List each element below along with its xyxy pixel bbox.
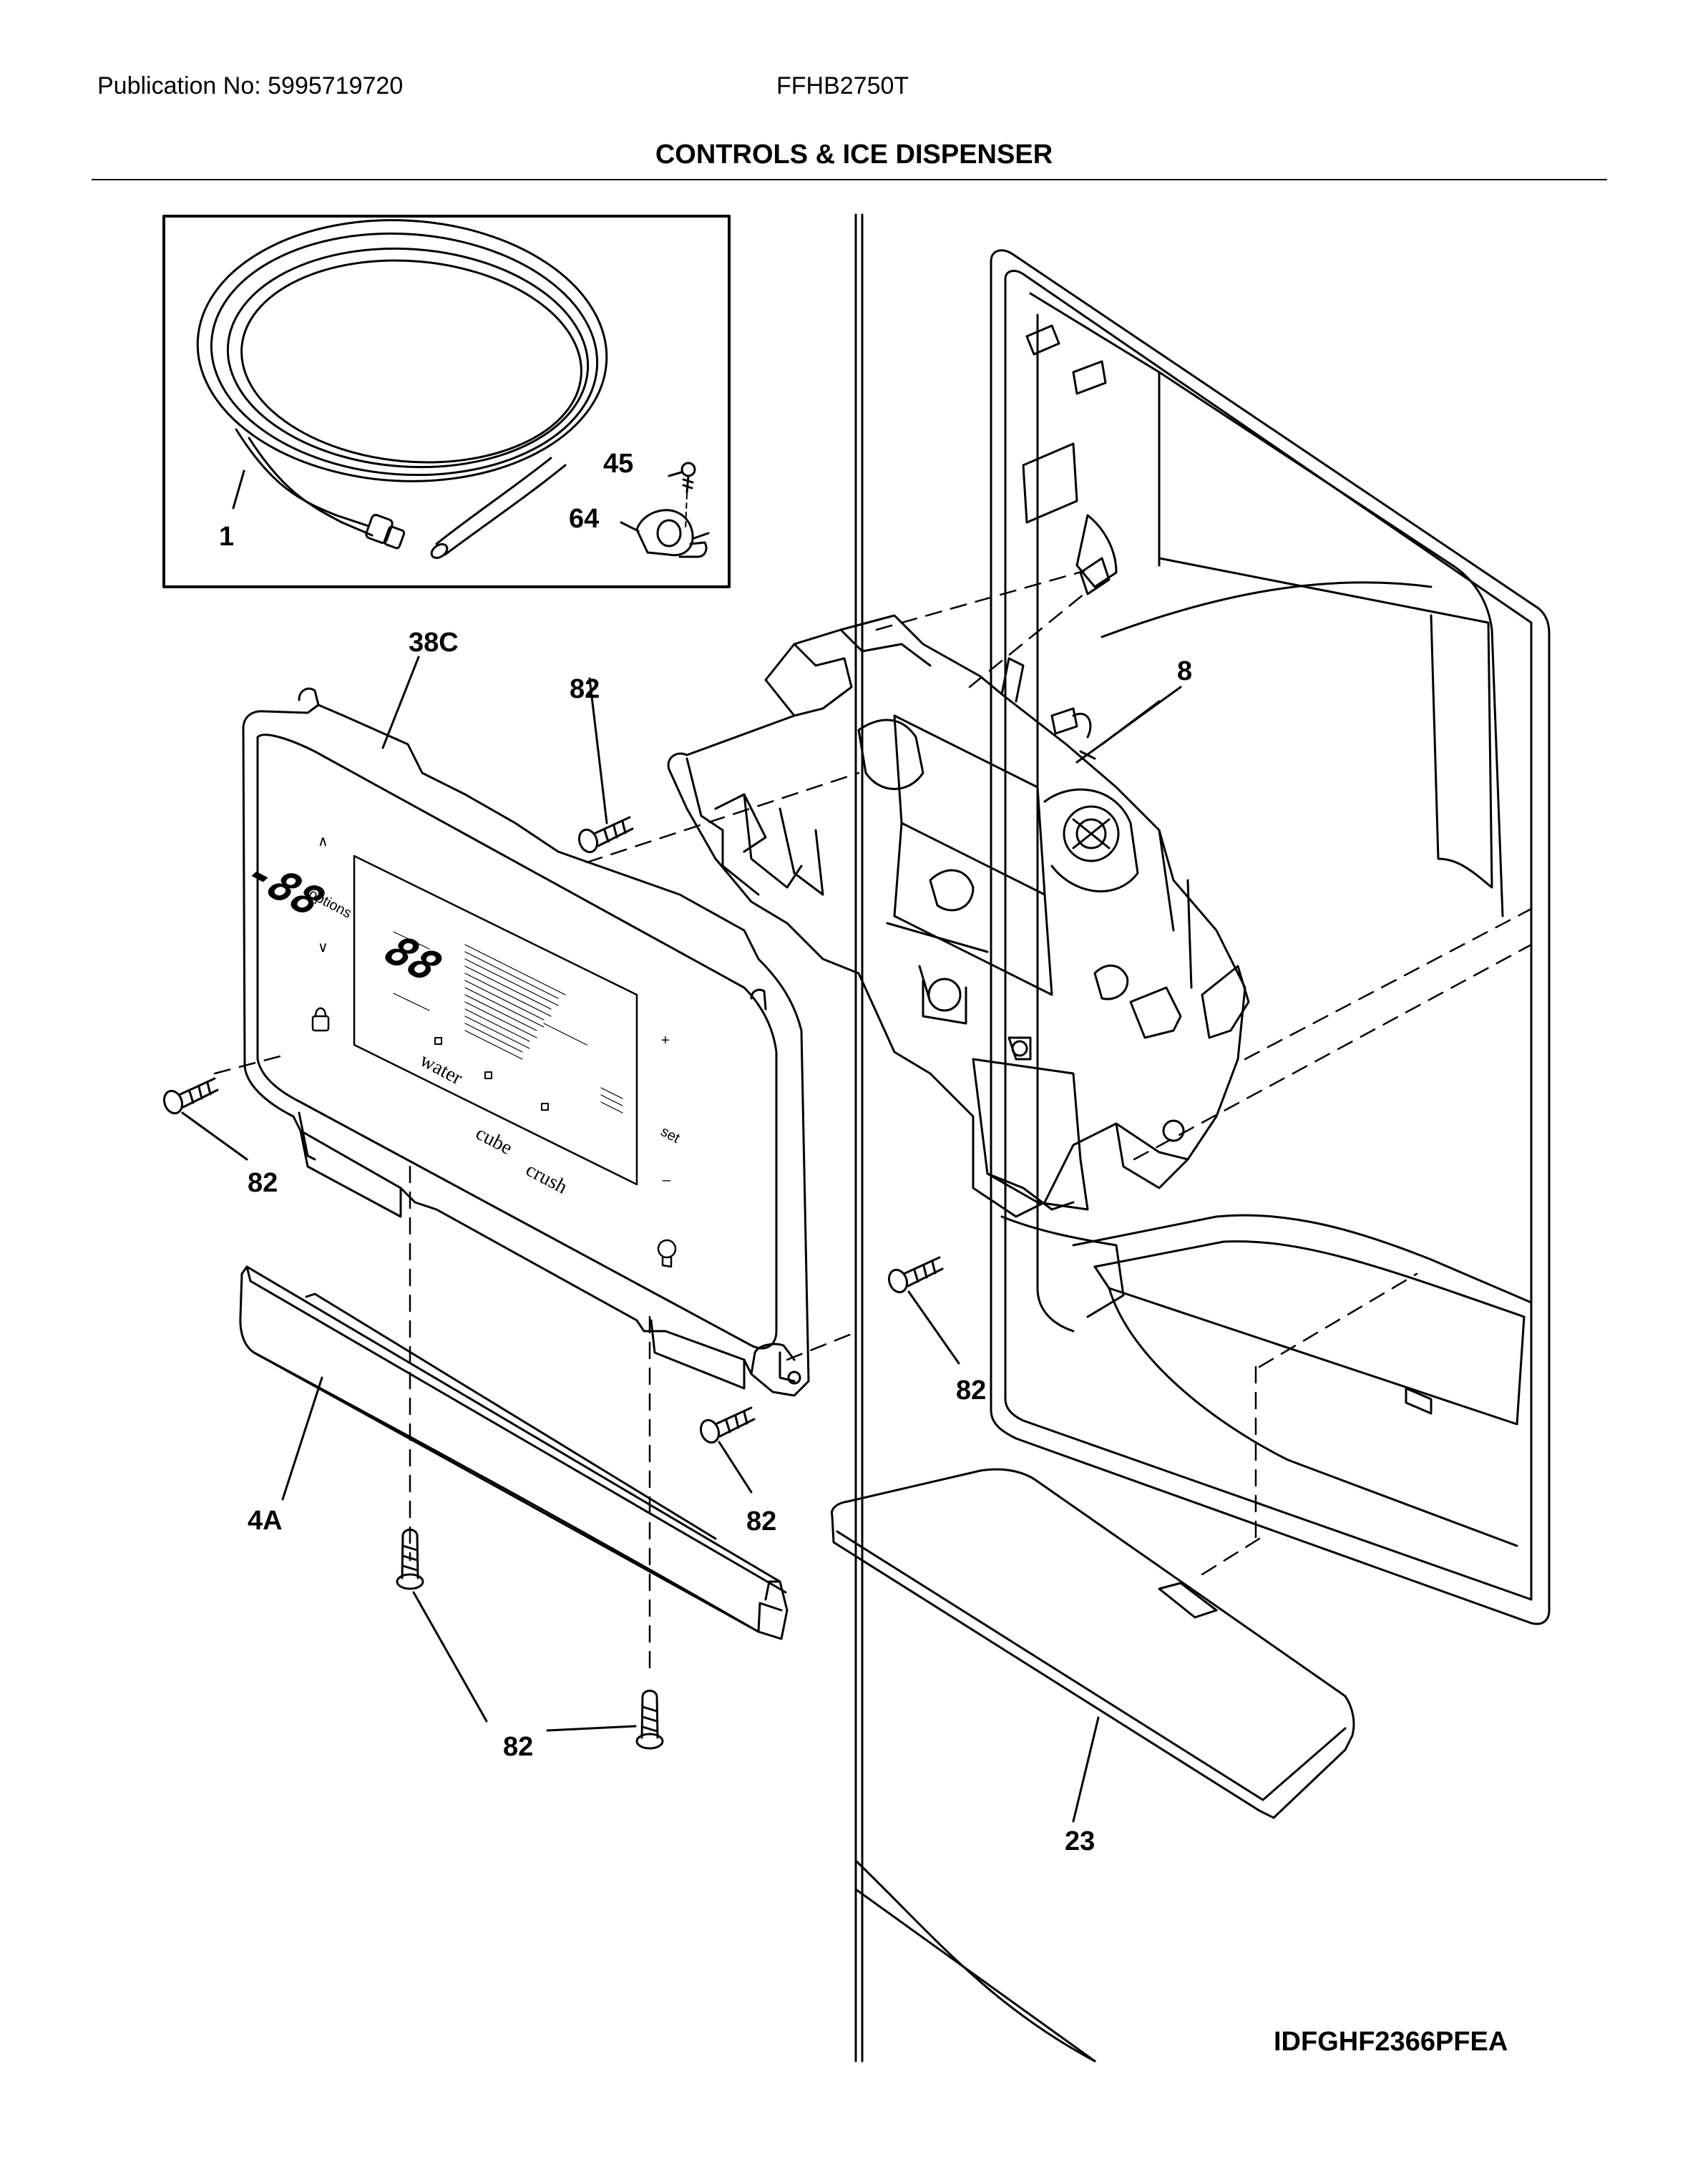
water-label: water xyxy=(416,1049,467,1090)
leader-45 xyxy=(668,471,683,477)
screw-82-e xyxy=(396,1529,488,1723)
down-button-icon: ∨ xyxy=(318,940,328,955)
callout-64: 64 xyxy=(569,504,599,534)
header-rule xyxy=(92,179,1607,180)
minus-icon: – xyxy=(663,1172,671,1188)
set-label: set xyxy=(658,1124,683,1146)
part-38c-control-panel xyxy=(242,687,810,1397)
leader-38c xyxy=(381,656,420,749)
callout-82-b: 82 xyxy=(248,1168,278,1198)
part-8-dispenser-assembly xyxy=(667,614,1250,1218)
part-4a-trim xyxy=(239,1265,789,1640)
crush-label: crush xyxy=(522,1159,571,1199)
screw-82-c xyxy=(887,1256,960,1365)
inset-box xyxy=(162,215,731,588)
screw-82-d xyxy=(699,1406,756,1494)
cube-label: cube xyxy=(472,1122,516,1159)
up-button-icon: ∧ xyxy=(318,834,328,849)
callout-38c: 38C xyxy=(409,628,459,658)
screw-82-f xyxy=(546,1690,664,1750)
fridge-temp-display: 88 xyxy=(374,927,451,990)
callout-23: 23 xyxy=(1065,1826,1095,1856)
callout-45: 45 xyxy=(603,449,633,479)
screw-82-a xyxy=(577,677,634,854)
part-64-clamp xyxy=(620,509,710,558)
callout-82-a: 82 xyxy=(570,674,600,704)
freezer-temp-display: -88 xyxy=(235,849,334,925)
control-panel-labels: ∧ options ∨ + set – water cube crush -88… xyxy=(235,834,683,1199)
door-outline xyxy=(854,213,1551,2063)
callout-82-e: 82 xyxy=(503,1732,533,1762)
light-icon xyxy=(657,1239,677,1268)
leader-8 xyxy=(1075,686,1182,764)
callout-82-d: 82 xyxy=(746,1506,776,1537)
plus-icon: + xyxy=(661,1033,670,1048)
callouts: 1 45 64 38C 82 8 82 82 4A 82 82 23 xyxy=(219,449,1192,1856)
part-23-drip-tray xyxy=(830,1468,1355,1823)
page-title: CONTROLS & ICE DISPENSER xyxy=(655,140,1053,170)
screw-82-b xyxy=(162,1077,248,1161)
callout-8: 8 xyxy=(1177,656,1192,686)
callout-82-c: 82 xyxy=(956,1375,986,1406)
part-45-screw xyxy=(680,462,696,530)
diagram-code: IDFGHF2366PFEA xyxy=(1274,2027,1508,2057)
alignment-lines xyxy=(213,570,1533,1669)
leader-1 xyxy=(232,469,245,510)
callout-4a: 4A xyxy=(248,1506,283,1536)
callout-1: 1 xyxy=(219,522,234,552)
water-tubing-coil xyxy=(196,219,608,560)
model-number: FFHB2750T xyxy=(776,72,909,99)
lock-icon xyxy=(311,1007,330,1032)
publication-number: Publication No: 5995719720 xyxy=(97,72,404,99)
